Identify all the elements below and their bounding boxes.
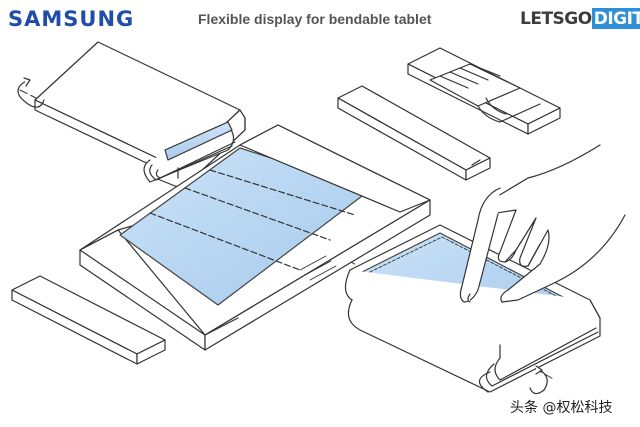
logo-part-digital: DIGITAL — [591, 8, 640, 29]
watermark: 头条 @权松科技 — [506, 396, 617, 418]
hinge-detail — [407, 47, 561, 135]
rotation-arrow-icon — [17, 77, 45, 108]
folded-tablet-bottom — [344, 224, 601, 393]
unfolded-tablet — [79, 124, 431, 351]
logo-part-letsgo: LETSGO — [520, 9, 592, 29]
strip-bottom — [11, 275, 166, 365]
letsgodigital-logo: LETSGODIGITAL — [520, 8, 640, 29]
figure-caption: Flexible display for bendable tablet — [198, 11, 432, 27]
folded-tablet-top — [34, 41, 246, 189]
hand-icon — [459, 144, 626, 303]
samsung-logo: SAMSUNG — [8, 7, 135, 31]
strip-top — [337, 85, 491, 181]
rotation-arrow-icon — [529, 365, 548, 395]
